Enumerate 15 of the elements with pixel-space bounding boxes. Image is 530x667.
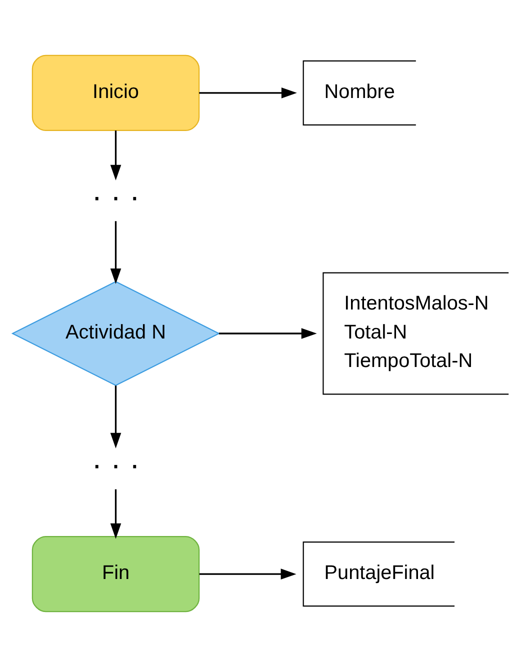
node-text: PuntajeFinal (324, 562, 435, 584)
arrow (110, 130, 122, 180)
arrow (110, 221, 122, 284)
node-text: IntentosMalos-N Total-N TiempoTotal-N (344, 292, 489, 372)
arrow (218, 328, 317, 339)
arrow (110, 386, 122, 448)
arrow (199, 88, 297, 98)
arrow (199, 568, 296, 580)
arrow (110, 489, 122, 539)
node-box: Fin (32, 536, 200, 612)
node-text: · · · (92, 179, 140, 214)
node-text: Nombre (324, 80, 395, 103)
node-text: · · · (92, 447, 140, 482)
node-box: Inicio (32, 54, 200, 131)
node-diamond: Actividad N (11, 281, 220, 386)
